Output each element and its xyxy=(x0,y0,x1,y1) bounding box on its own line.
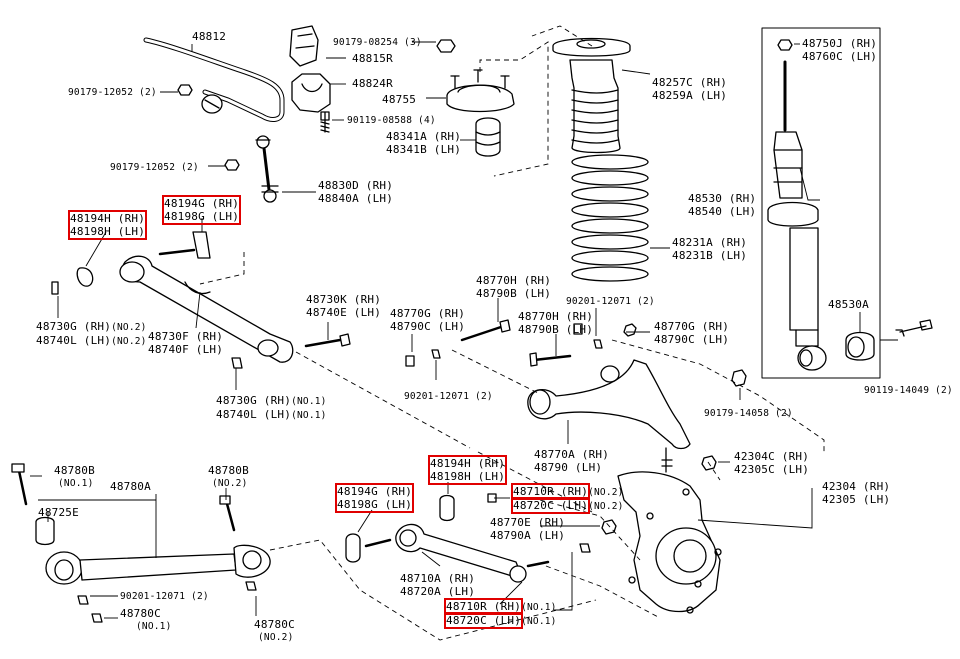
label-48770h-48790b-b: 48770H (RH)48790B (LH) xyxy=(518,310,594,336)
label-48770g-48790c-b: 48770G (RH)48790C (LH) xyxy=(654,320,730,346)
label-48710r-48720c-no2: 48710R (RH)(NO.2)48720C (LH)(NO.2) xyxy=(510,483,624,514)
upper-control-arm xyxy=(527,359,691,473)
label-48770h-48790b-a: 48770H (RH)48790B (LH) xyxy=(476,274,552,300)
label-48770g-48790c-a: 48770G (RH)48790C (LH) xyxy=(390,307,466,333)
lower-arm-48780a xyxy=(45,544,271,585)
label-48530-48540: 48530 (RH)48540 (LH) xyxy=(688,192,757,218)
label-48780b-no1: 48780B(NO.1) xyxy=(54,464,95,489)
label-48710a-48720a: 48710A (RH)48720A (LH) xyxy=(400,572,476,598)
label-48725e: 48725E xyxy=(38,506,79,519)
label-48730g-48740l-no1: 48730G (RH)(NO.1)48740L (LH)(NO.1) xyxy=(216,394,327,421)
trailing-arm-48730f xyxy=(119,255,294,363)
label-48730f-48740f: 48730F (RH)48740F (LH) xyxy=(148,330,224,356)
label-48812: 48812 xyxy=(192,30,227,43)
spring-upper-insulator xyxy=(552,37,631,57)
label-90201-12071-a: 90201-12071 (2) xyxy=(566,296,655,307)
label-48830d-48840a: 48830D (RH)48840A (LH) xyxy=(318,179,394,205)
stabilizer-bushing-48815r xyxy=(289,25,319,67)
label-90201-12071-b: 90201-12071 (2) xyxy=(404,391,493,402)
label-90119-14049: 90119-14049 (2) xyxy=(864,385,953,396)
stabilizer-link xyxy=(261,138,272,200)
label-48341a-48341b: 48341A (RH)48341B (LH) xyxy=(386,130,462,156)
label-48257c-48259a: 48257C (RH)48259A (LH) xyxy=(652,76,728,102)
shock-absorber xyxy=(767,39,827,371)
toe-control-arm-48710a xyxy=(395,523,527,583)
label-48815r: 48815R xyxy=(352,52,393,65)
label-48750j-48760c: 48750J (RH)48760C (LH) xyxy=(802,37,878,63)
bushing-48530a xyxy=(845,331,875,361)
label-48194g-48198g-top-highlighted: 48194G (RH)48198G (LH) xyxy=(161,195,242,225)
rear-axle-carrier xyxy=(617,471,722,614)
dust-boot xyxy=(569,59,621,154)
stabilizer-bracket-48824r xyxy=(291,73,331,113)
label-48770a-48790: 48770A (RH)48790 (LH) xyxy=(534,448,610,474)
label-90201-12071-c: 90201-12071 (2) xyxy=(120,591,209,602)
shock-absorber-frame xyxy=(761,27,881,379)
label-42304-42305: 42304 (RH)42305 (LH) xyxy=(822,480,891,506)
label-48194h-48198h-mid-highlighted: 48194H (RH)48198H (LH) xyxy=(427,455,508,485)
label-90179-14058: 90179-14058 (2) xyxy=(704,408,793,419)
label-48770e-48790a: 48770E (RH)48790A (LH) xyxy=(490,516,566,542)
bump-stopper xyxy=(475,117,501,157)
label-48730g-48740l-no2: 48730G (RH)(NO.2)48740L (LH)(NO.2) xyxy=(36,320,147,347)
label-42304c-42305c: 42304C (RH)42305C (LH) xyxy=(734,450,810,476)
label-48194h-48198h-top-highlighted: 48194H (RH)48198H (LH) xyxy=(67,210,148,240)
label-48194g-48198g-mid-highlighted: 48194G (RH)48198G (LH) xyxy=(334,483,415,513)
label-48780c-no2: 48780C(NO.2) xyxy=(254,618,295,643)
label-48780c-no1: 48780C(NO.1) xyxy=(120,607,172,632)
label-48780a: 48780A xyxy=(110,480,151,493)
label-90179-08254: 90179-08254 (3) xyxy=(333,37,422,48)
label-48231a-48231b: 48231A (RH)48231B (LH) xyxy=(672,236,748,262)
label-48755: 48755 xyxy=(382,93,417,106)
upper-support xyxy=(446,84,515,113)
label-48730k-48740e: 48730K (RH)48740E (LH) xyxy=(306,293,382,319)
label-48710r-48720c-no1: 48710R (RH)(NO.1)48720C (LH)(NO.1) xyxy=(443,598,557,629)
label-48530a: 48530A xyxy=(828,298,869,311)
label-48824r: 48824R xyxy=(352,77,393,90)
coil-spring xyxy=(571,154,649,282)
label-90179-12052-a: 90179-12052 (2) xyxy=(68,87,157,98)
label-90119-08588: 90119-08588 (4) xyxy=(347,115,436,126)
label-48780b-no2: 48780B(NO.2) xyxy=(208,464,249,489)
label-90179-12052-b: 90179-12052 (2) xyxy=(110,162,199,173)
